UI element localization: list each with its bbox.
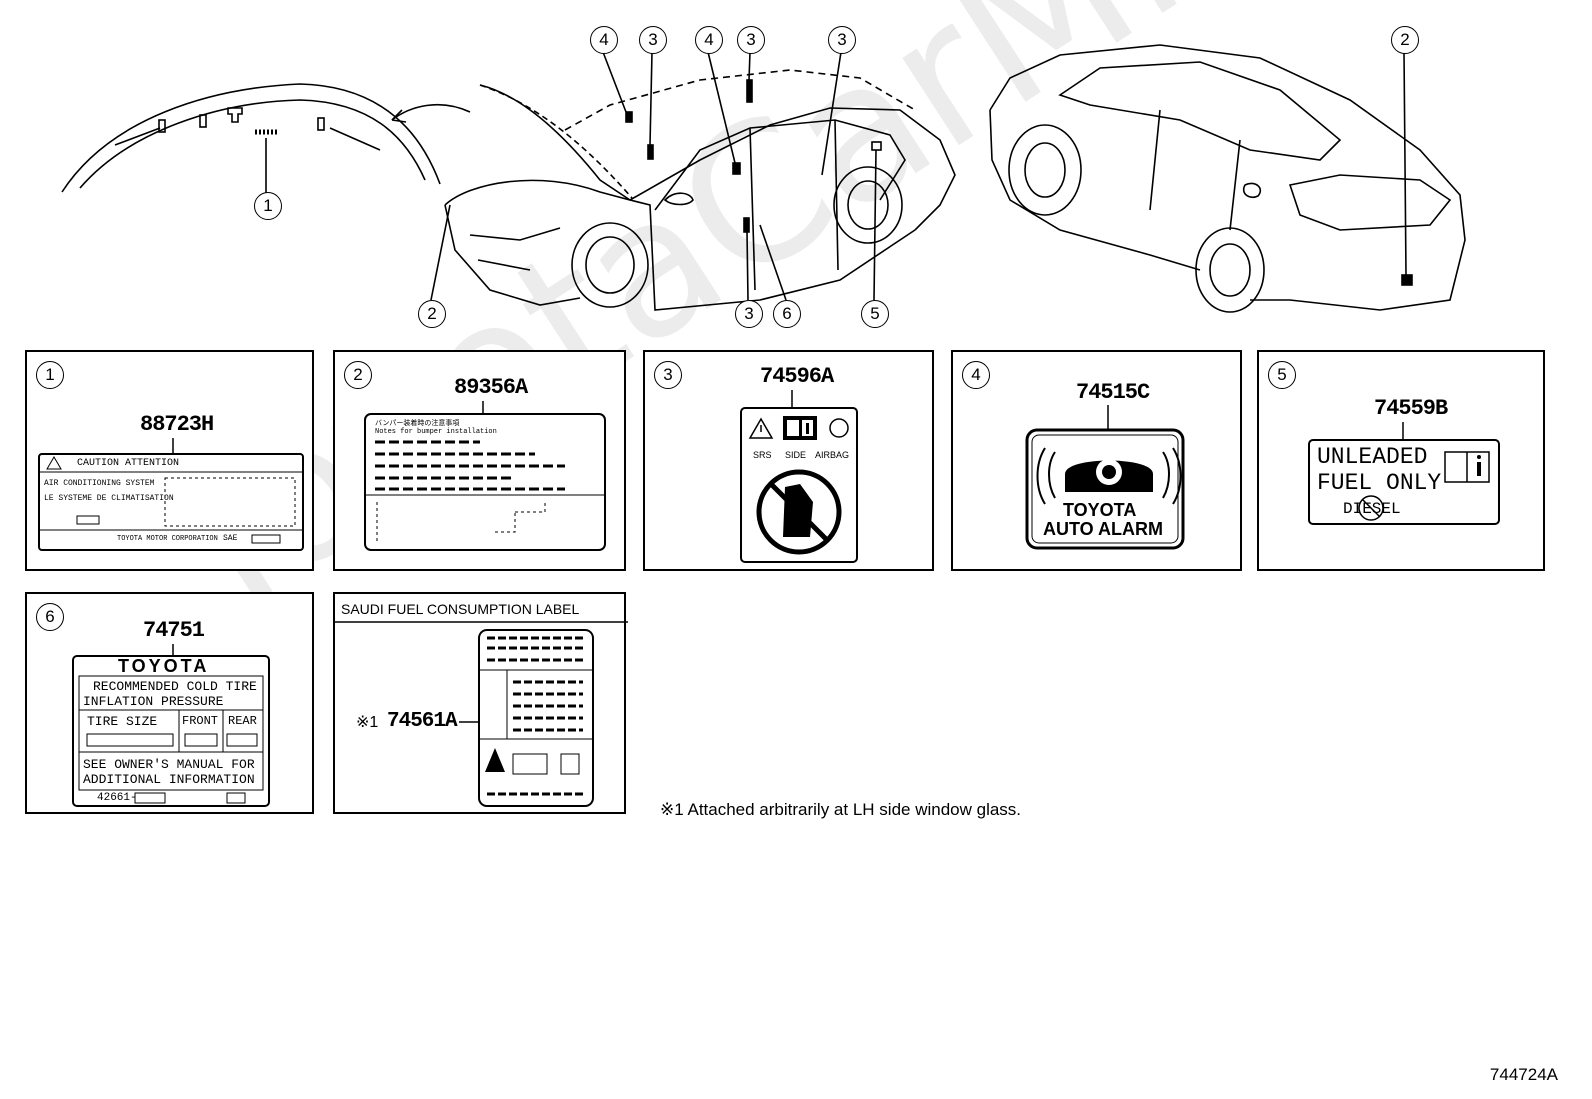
label-panel-3: 3 74596A SRS SIDE AIRBAG xyxy=(643,350,934,571)
leader-line xyxy=(38,438,304,551)
panel-number: 4 xyxy=(962,361,990,389)
callout-2: 2 xyxy=(418,300,446,328)
tire-size-header: TIRE SIZE xyxy=(87,714,158,729)
label-panel-5: 5 74559B UNLEADED FUEL ONLY DIESEL xyxy=(1257,350,1545,571)
label-line-1: バンパー装着時の注意事項 xyxy=(375,419,460,427)
tire-line-4: ADDITIONAL INFORMATION xyxy=(83,772,255,787)
leader-lines xyxy=(430,51,1407,301)
saudi-label-drawing xyxy=(335,621,628,807)
panel-number: 3 xyxy=(654,361,682,389)
tire-code: 42661- xyxy=(97,792,137,804)
label-panel-2: 2 89356A バンパー装着時の注意事項 Notes for bumper i… xyxy=(333,350,626,571)
label-panel-4: 4 74515C TOYOTA AUTO ALARM xyxy=(951,350,1242,571)
label-4-drawing xyxy=(1025,405,1185,550)
callout-1: 1 xyxy=(254,192,282,220)
alarm-text: AUTO ALARM xyxy=(1043,519,1163,539)
fuel-pump-icon xyxy=(1444,451,1490,483)
alarm-brand: TOYOTA xyxy=(1063,500,1137,520)
tire-brand: TOYOTA xyxy=(118,656,210,676)
side-text: SIDE xyxy=(785,450,807,460)
callout-3: 3 xyxy=(639,26,667,54)
saudi-mark: ※1 xyxy=(356,714,379,731)
callout-4: 4 xyxy=(695,26,723,54)
tire-front-header: FRONT xyxy=(182,714,219,728)
part-number: 74596A xyxy=(760,364,834,389)
rear-car-drawing xyxy=(989,44,1466,313)
footnote: ※1 Attached arbitrarily at LH side windo… xyxy=(660,800,1022,819)
alarm-car-icon xyxy=(1036,447,1182,505)
part-number: 88723H xyxy=(140,412,214,437)
panel-number: 2 xyxy=(344,361,372,389)
callout-5: 5 xyxy=(861,300,889,328)
tire-rear-header: REAR xyxy=(228,714,257,728)
tire-line-2: INFLATION PRESSURE xyxy=(83,694,224,709)
callout-2: 2 xyxy=(1391,26,1419,54)
saudi-title: SAUDI FUEL CONSUMPTION LABEL xyxy=(341,601,580,617)
label-maker: TOYOTA MOTOR CORPORATION xyxy=(117,535,218,543)
srs-text: SRS xyxy=(753,450,772,460)
fuel-line-1: UNLEADED xyxy=(1317,444,1428,470)
callout-3: 3 xyxy=(828,26,856,54)
label-panel-saudi: SAUDI FUEL CONSUMPTION LABEL xyxy=(333,592,628,814)
tire-line-1: RECOMMENDED COLD TIRE xyxy=(93,679,257,694)
hood-underside-drawing xyxy=(61,83,471,195)
label-2-drawing xyxy=(364,401,606,551)
callout-3: 3 xyxy=(737,26,765,54)
callout-3: 3 xyxy=(735,300,763,328)
callout-6: 6 xyxy=(773,300,801,328)
label-3-drawing xyxy=(740,390,858,563)
label-6-drawing xyxy=(72,644,270,807)
fuel-line-2: FUEL ONLY xyxy=(1317,470,1442,496)
panel-number: 5 xyxy=(1268,361,1296,389)
drawing-id: 744724A xyxy=(1489,1065,1558,1084)
airbag-text: AIRBAG xyxy=(815,450,850,460)
label-panel-1: 1 88723H CAUTION ATTENTION AIR CONDITION… xyxy=(25,350,314,571)
no-child-seat-icon xyxy=(756,469,842,555)
label-heading: CAUTION ATTENTION xyxy=(77,458,180,469)
label-line-2: Notes for bumper installation xyxy=(375,428,497,436)
panel-number: 6 xyxy=(36,603,64,631)
label-line-2: LE SYSTEME DE CLIMATISATION xyxy=(44,494,174,503)
label-code: SAE xyxy=(223,534,238,543)
part-number: 89356A xyxy=(454,375,528,400)
front-car-drawing xyxy=(444,69,956,311)
label-panel-6: 6 74751 TOYOTA RECOMMENDED COLD TIRE INF… xyxy=(25,592,314,814)
label-line-1: AIR CONDITIONING SYSTEM xyxy=(44,479,155,488)
saudi-part-number: 74561A xyxy=(387,710,458,733)
part-number: 74559B xyxy=(1374,396,1448,421)
manual-icon xyxy=(783,416,817,440)
part-number: 74515C xyxy=(1076,380,1150,405)
label-5-drawing xyxy=(1308,422,1500,525)
callout-4: 4 xyxy=(590,26,618,54)
warning-icon xyxy=(748,417,774,439)
fuel-line-3: DIESEL xyxy=(1343,500,1401,518)
car-illustrations xyxy=(61,44,1466,313)
part-number: 74751 xyxy=(143,618,205,643)
panel-number: 1 xyxy=(36,361,64,389)
tire-line-3: SEE OWNER'S MANUAL FOR xyxy=(83,757,255,772)
